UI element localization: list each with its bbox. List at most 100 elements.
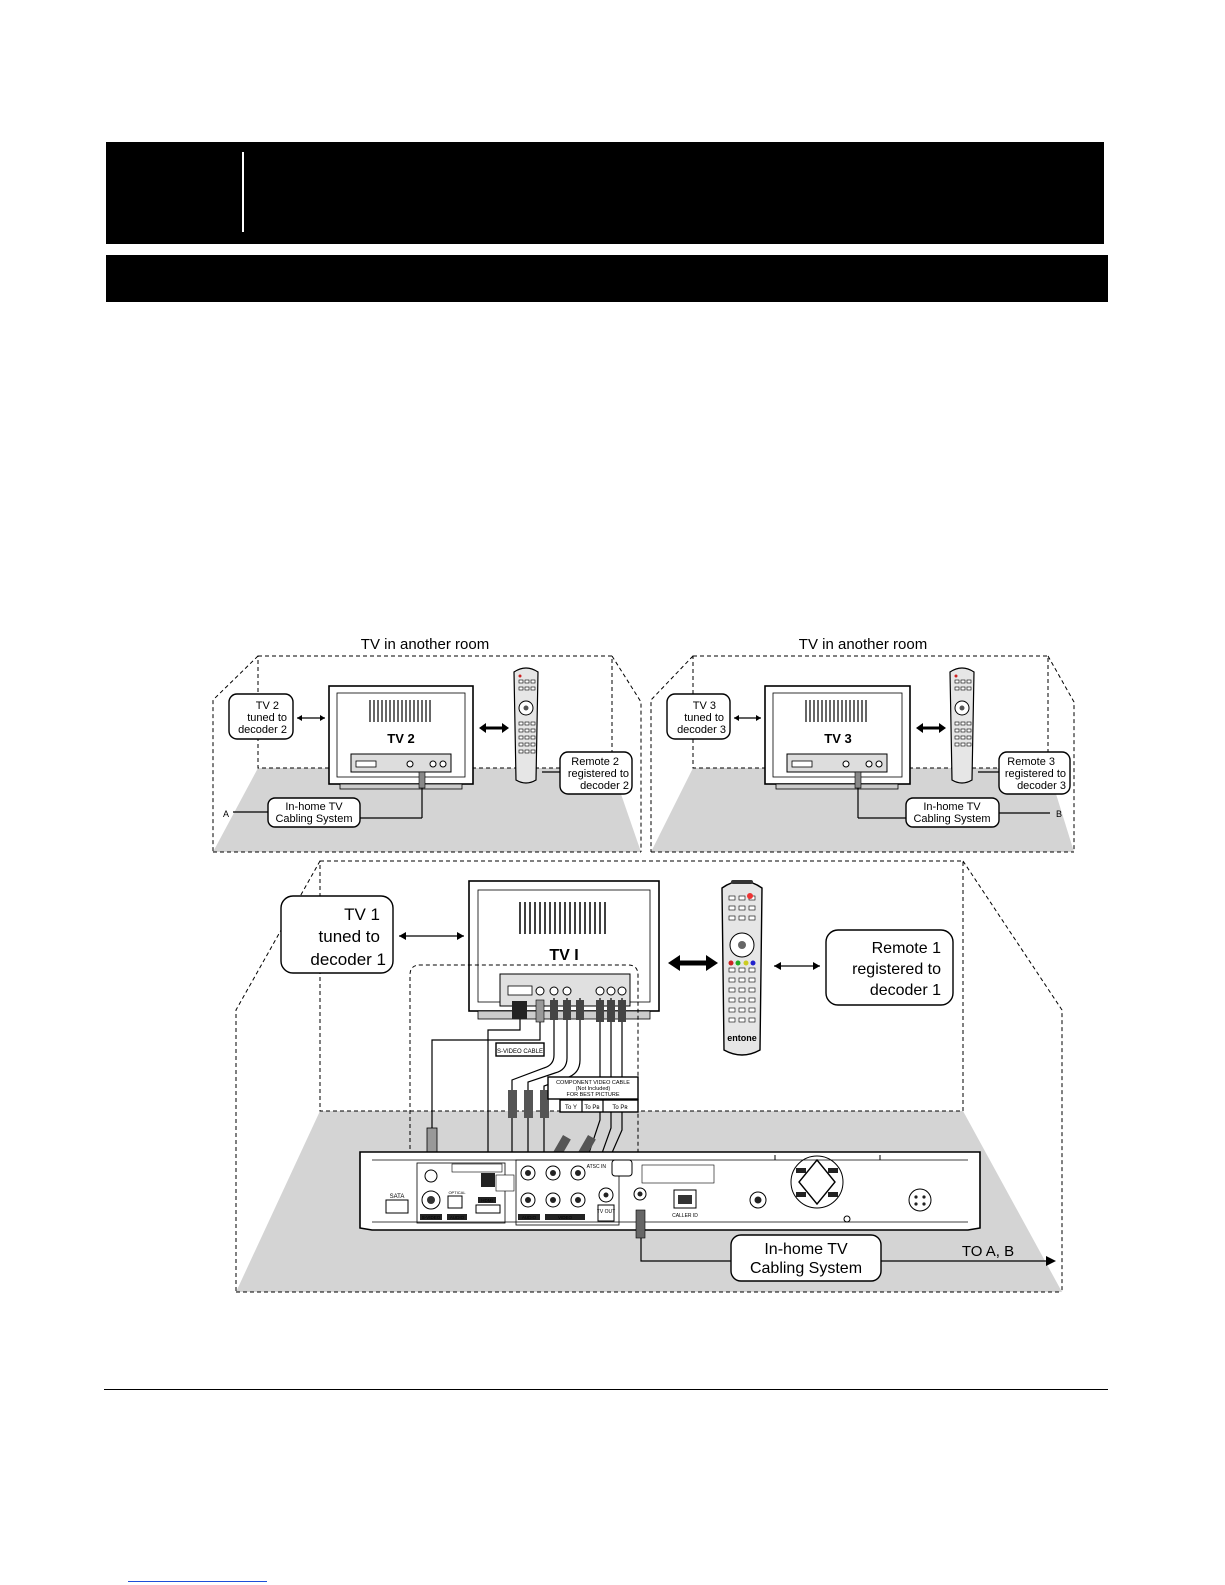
tv1-path-2 [527, 998, 568, 1165]
to-a-b-label: TO A, B [962, 1243, 1014, 1260]
tv3-port-rca [842, 760, 850, 768]
component-cable-line2: (Not Included) [576, 1086, 611, 1092]
tv1-port-rca-2 [549, 986, 559, 996]
remote1-brand: entone [727, 1033, 757, 1043]
room-tv1-back-wall [319, 860, 964, 1112]
tv3-cabling-line2: Cabling System [913, 813, 990, 825]
component-target-pb: To Pʙ [584, 1105, 599, 1111]
tv3-tuned-line2: tuned to [684, 712, 724, 724]
remote2-line3: decoder 2 [580, 780, 629, 792]
tv2-input-panel [350, 753, 452, 773]
tv3-tuned-line3: decoder 3 [677, 724, 726, 736]
room-tv2: TV in another room TV 2 TV 2 tuned t [212, 636, 642, 853]
port-label-audio-2: AUDIO [522, 1215, 537, 1220]
tv3-arrowhead [734, 715, 739, 721]
tv2-tuned-line2: tuned to [247, 712, 287, 724]
tv1-path-4 [584, 998, 601, 1166]
room-tv1: TV I TV 1 tuned to decoder 1 [235, 860, 1063, 1293]
svideo-cable-label-box [495, 1042, 545, 1057]
room-tv1-right-wall [962, 860, 1063, 1292]
decoder-back-panel: SATA S-VIDEO AUDIO OPTICAL HDMI [359, 1151, 981, 1231]
remote3 [949, 667, 975, 784]
component-target-y: To Y [565, 1105, 577, 1111]
tv1-cabling-box [730, 1234, 882, 1282]
port-label-atsc: ATSC IN [587, 1164, 607, 1170]
tv1-port-rca-6 [617, 986, 627, 996]
tv1-tuned-callout [280, 895, 394, 974]
tv1-back: TV I [468, 880, 660, 1020]
tv1-arrowhead-6 [813, 962, 820, 970]
tv2-port-rca [406, 760, 414, 768]
tv1-plug-4 [508, 1090, 517, 1118]
tv3-port-scart [791, 760, 813, 768]
tv2-arrowhead [297, 715, 302, 721]
remote1-line2: registered to [852, 961, 941, 978]
sata-port [385, 1199, 409, 1214]
tv2-port-scart [355, 760, 377, 768]
tv1-arrowhead-4 [706, 955, 718, 971]
tv2-cabling-line2: Cabling System [275, 813, 352, 825]
tv2-vent-grille [369, 700, 431, 722]
tv2-label: TV 2 [387, 731, 414, 746]
tv1-port-rca [535, 986, 545, 996]
tv3-tuned-callout [666, 693, 731, 740]
tv3-arrowhead-4 [939, 723, 946, 733]
tv1-port-scart [507, 985, 533, 996]
footer-link-underline[interactable] [128, 1581, 267, 1582]
room-tv2-floor [213, 768, 641, 852]
port-label-callerid: CALLER ID [672, 1213, 698, 1219]
tv1-arrowhead-5 [774, 962, 781, 970]
port-label-optical: OPTICAL [448, 1190, 466, 1195]
tv3-stand [775, 783, 899, 790]
remote1-line3: decoder 1 [870, 982, 941, 999]
tv1-connector [535, 999, 545, 1023]
component-target-pr: To Pʀ [612, 1105, 628, 1111]
tv1-plug [550, 1000, 558, 1020]
tv3-label: TV 3 [824, 731, 851, 746]
hdmi-cable [487, 1019, 521, 1175]
remote3-callout [998, 751, 1071, 795]
tv3-vent-grille [805, 700, 867, 722]
tv3-cabling-line1: In-home TV [923, 801, 981, 813]
room-tv3-title: TV in another room [799, 636, 927, 653]
tv1-plug-5 [524, 1090, 533, 1118]
room-tv2-title: TV in another room [361, 636, 489, 653]
tv3-arrowhead-3 [916, 723, 923, 733]
tv1-port-rca-5 [606, 986, 616, 996]
tv1-plug-3 [576, 1000, 584, 1020]
tv1-plug-2 [563, 1000, 571, 1020]
point-b: B [1056, 809, 1062, 819]
remote1: entone [721, 880, 763, 1056]
tv1-port-rca-4 [595, 986, 605, 996]
tv1-plug-8 [607, 1000, 615, 1022]
tv2-cabling-line1: In-home TV [285, 801, 343, 813]
tv2-port-rca-2 [429, 760, 437, 768]
tv3-arrowhead-2 [756, 715, 761, 721]
tv3-inner [772, 692, 903, 778]
port-label-svideo: S-VIDEO [422, 1215, 441, 1220]
tv1-arrowhead-2 [457, 932, 464, 940]
decoder-coax-out [640, 1238, 1052, 1262]
port-label-video: VIDEO [558, 1215, 573, 1220]
tv2-connector [418, 771, 426, 789]
remote3-line1: Remote 3 [1007, 756, 1055, 768]
port-label-sata: SATA [390, 1194, 405, 1200]
hdmi-plug-decoder [481, 1173, 495, 1187]
tv1-arrowhead-3 [668, 955, 680, 971]
tv3-back: TV 3 [764, 685, 911, 790]
hdmi-plug-tv [512, 1001, 527, 1019]
tv3-tuned-line1: TV 3 [693, 700, 716, 712]
tv2-stand [339, 783, 463, 790]
room-tv2-left-wall [212, 655, 259, 852]
tv2-tuned-callout [228, 693, 294, 740]
chapter-header-divider [242, 152, 244, 232]
port-label-tvout: TV OUT [597, 1209, 615, 1215]
tv1-cabling-line2: Cabling System [750, 1260, 862, 1277]
component-cable-label-box [547, 1076, 639, 1100]
component-cable-line1: COMPONENT VIDEO CABLE [556, 1080, 630, 1086]
tv1-label: TV I [549, 947, 578, 964]
optical-port [447, 1195, 463, 1209]
tv1-arrowhead-7 [1046, 1256, 1056, 1266]
remote2 [513, 667, 539, 784]
